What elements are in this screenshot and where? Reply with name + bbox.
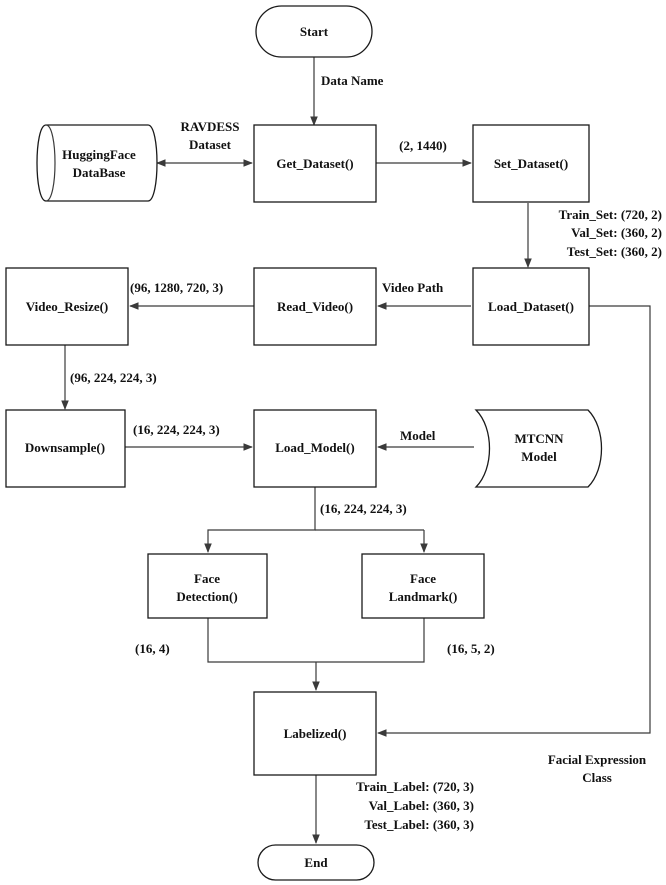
- label-facial-expression-2: Class: [582, 770, 612, 785]
- node-start: Start: [255, 5, 373, 58]
- node-set-dataset: Set_Dataset(): [472, 124, 590, 203]
- node-huggingface-database: HuggingFace DataBase: [36, 124, 158, 202]
- node-face-detection: Face Detection(): [147, 553, 268, 619]
- node-video-resize: Video_Resize(): [5, 267, 129, 346]
- node-labelized: Labelized(): [253, 691, 377, 776]
- label-shape-detect: (16, 4): [135, 641, 170, 656]
- node-video-resize-label: Video_Resize(): [26, 299, 109, 314]
- node-downsample-label: Downsample(): [25, 440, 105, 455]
- label-shape-resized: (96, 224, 224, 3): [70, 370, 157, 385]
- node-mtcnn-label-2: Model: [521, 449, 557, 464]
- node-start-label: Start: [300, 24, 329, 39]
- node-face-landmark: Face Landmark(): [361, 553, 485, 619]
- label-val-label: Val_Label: (360, 3): [369, 798, 474, 813]
- label-model: Model: [400, 428, 436, 443]
- node-labelized-label: Labelized(): [284, 726, 347, 741]
- node-huggingface-label-1: HuggingFace: [62, 147, 136, 162]
- edge-load-dataset-to-labelized: [377, 305, 651, 737]
- node-end-label: End: [304, 855, 328, 870]
- label-shape-model-out: (16, 224, 224, 3): [320, 501, 407, 516]
- label-shape-down: (16, 224, 224, 3): [133, 422, 220, 437]
- label-ravdess-1: RAVDESS: [180, 119, 239, 134]
- node-face-detection-label-2: Detection(): [176, 589, 237, 604]
- label-video-path: Video Path: [382, 280, 444, 295]
- node-load-dataset: Load_Dataset(): [472, 267, 590, 346]
- label-data-name: Data Name: [321, 73, 384, 88]
- label-shape-raw: (96, 1280, 720, 3): [130, 280, 223, 295]
- label-test-label: Test_Label: (360, 3): [364, 817, 474, 832]
- node-face-detection-label-1: Face: [194, 571, 220, 586]
- node-load-model-label: Load_Model(): [275, 440, 354, 455]
- node-set-dataset-label: Set_Dataset(): [494, 156, 568, 171]
- label-shape-2-1440: (2, 1440): [399, 138, 447, 153]
- label-train-set: Train_Set: (720, 2): [559, 207, 662, 222]
- node-read-video-label: Read_Video(): [277, 299, 353, 314]
- edge-face-detection-merge: [207, 618, 425, 663]
- node-end: End: [257, 844, 375, 881]
- node-downsample: Downsample(): [5, 409, 126, 488]
- edge-labels: Data Name RAVDESS Dataset (2, 1440) Trai…: [70, 73, 662, 832]
- edges: [61, 57, 651, 844]
- node-get-dataset: Get_Dataset(): [253, 124, 377, 203]
- node-load-model: Load_Model(): [253, 409, 377, 488]
- node-load-dataset-label: Load_Dataset(): [488, 299, 574, 314]
- label-ravdess-2: Dataset: [189, 137, 232, 152]
- label-shape-landmark: (16, 5, 2): [447, 641, 495, 656]
- node-face-landmark-label-1: Face: [410, 571, 436, 586]
- node-face-landmark-label-2: Landmark(): [389, 589, 458, 604]
- label-test-set: Test_Set: (360, 2): [567, 244, 662, 259]
- edge-load-model-to-face-detection: [204, 486, 316, 553]
- label-val-set: Val_Set: (360, 2): [571, 225, 662, 240]
- node-get-dataset-label: Get_Dataset(): [276, 156, 353, 171]
- node-mtcnn-label-1: MTCNN: [514, 431, 564, 446]
- label-train-label: Train_Label: (720, 3): [356, 779, 474, 794]
- label-facial-expression-1: Facial Expression: [548, 752, 647, 767]
- node-mtcnn-model: MTCNN Model: [474, 409, 603, 488]
- node-read-video: Read_Video(): [253, 267, 377, 346]
- node-huggingface-label-2: DataBase: [73, 165, 126, 180]
